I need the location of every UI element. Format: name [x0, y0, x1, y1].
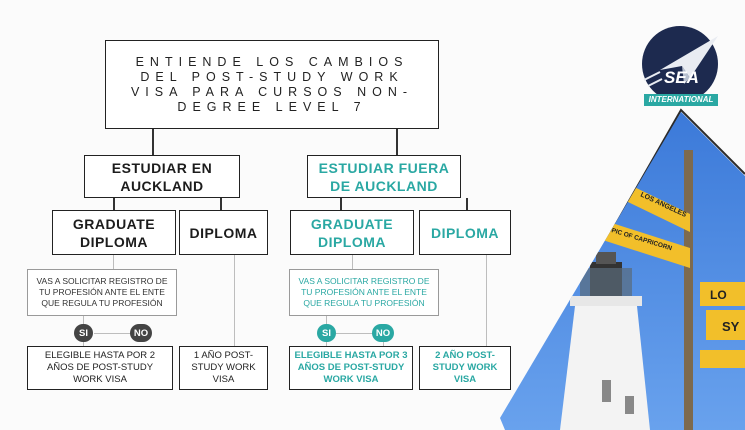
left-note: VAS A SOLICITAR REGISTRO DE TU PROFESIÓN…: [36, 276, 168, 308]
left-result-graduate: ELEGIBLE HASTA POR 2 AÑOS DE POST-STUDY …: [44, 350, 156, 385]
right-note-box: VAS A SOLICITAR REGISTRO DE TU PROFESIÓN…: [289, 269, 439, 316]
left-heading: ESTUDIAR EN AUCKLAND: [111, 159, 213, 194]
left-heading-box: ESTUDIAR EN AUCKLAND: [84, 155, 240, 198]
connector: [486, 255, 487, 347]
right-no-pill: NO: [372, 324, 394, 342]
left-graduate-box: GRADUATE DIPLOMA: [52, 210, 176, 255]
connector: [113, 255, 114, 269]
right-graduate-box: GRADUATE DIPLOMA: [290, 210, 414, 255]
right-result-diploma-box: 2 AÑO POST-STUDY WORK VISA: [419, 346, 511, 390]
right-note: VAS A SOLICITAR REGISTRO DE TU PROFESIÓN…: [298, 276, 430, 308]
right-graduate-label: GRADUATE DIPLOMA: [310, 215, 394, 250]
left-result-diploma: 1 AÑO POST-STUDY WORK VISA: [191, 350, 256, 385]
right-result-graduate: ELEGIBLE HASTA POR 3 AÑOS DE POST-STUDY …: [294, 350, 408, 385]
left-si-pill: SI: [74, 324, 93, 342]
left-graduate-label: GRADUATE DIPLOMA: [72, 215, 156, 250]
plane-icon: [642, 26, 718, 102]
logo-international-text: INTERNATIONAL: [644, 94, 718, 106]
connector: [336, 333, 376, 334]
right-diploma-box: DIPLOMA: [419, 210, 511, 255]
right-diploma-label: DIPLOMA: [430, 224, 500, 241]
right-si-pill: SI: [317, 324, 336, 342]
connector: [466, 198, 468, 210]
left-result-graduate-box: ELEGIBLE HASTA POR 2 AÑOS DE POST-STUDY …: [27, 346, 173, 390]
connector: [396, 129, 398, 155]
connector: [340, 198, 342, 210]
sign-sy: SY: [722, 319, 740, 334]
right-heading-box: ESTUDIAR FUERA DE AUCKLAND: [307, 155, 461, 198]
left-result-diploma-box: 1 AÑO POST-STUDY WORK VISA: [179, 346, 268, 390]
connector: [234, 255, 235, 347]
connector: [152, 129, 154, 155]
connector: [352, 255, 353, 269]
left-diploma-box: DIPLOMA: [179, 210, 268, 255]
sea-logo: SEA INTERNATIONAL: [640, 24, 722, 108]
connector: [113, 198, 115, 210]
right-heading: ESTUDIAR FUERA DE AUCKLAND: [318, 159, 450, 194]
connector: [94, 333, 134, 334]
right-result-graduate-box: ELEGIBLE HASTA POR 3 AÑOS DE POST-STUDY …: [289, 346, 413, 390]
connector: [220, 198, 222, 210]
diagram-title-box: ENTIENDE LOS CAMBIOS DEL POST-STUDY WORK…: [105, 40, 439, 129]
logo-sea-text: SEA: [664, 68, 699, 87]
left-diploma-label: DIPLOMA: [189, 224, 258, 241]
sign-lo: LO: [710, 288, 727, 302]
diagram-title: ENTIENDE LOS CAMBIOS DEL POST-STUDY WORK…: [130, 54, 414, 114]
left-note-box: VAS A SOLICITAR REGISTRO DE TU PROFESIÓN…: [27, 269, 177, 316]
left-no-pill: NO: [130, 324, 152, 342]
right-result-diploma: 2 AÑO POST-STUDY WORK VISA: [432, 350, 498, 385]
